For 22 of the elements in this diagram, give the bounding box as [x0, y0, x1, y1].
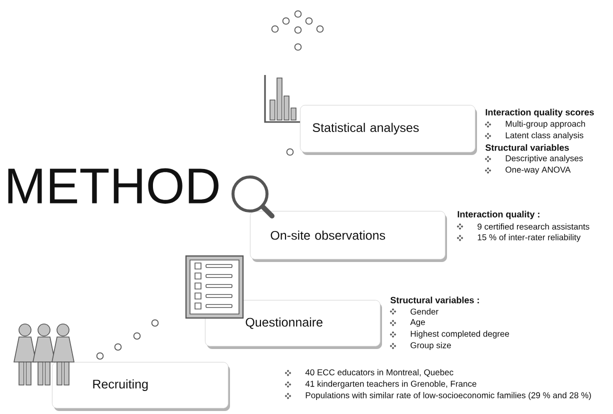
- bullet-item: 9 certified research assistants: [478, 223, 590, 230]
- bullet-item: One-way ANOVA: [506, 166, 571, 174]
- list-heading: Structural variables: [485, 144, 569, 151]
- process-box: Statistical analyses: [300, 105, 477, 155]
- bullet-item: 15 % of inter-rater reliability: [478, 234, 581, 242]
- bullet-item: 40 ECC educators in Montreal, Quebec: [305, 369, 454, 377]
- bullet-item: Age: [410, 319, 425, 327]
- process-box: On-site observations: [250, 211, 447, 262]
- bullet-item: Highest completed degree: [410, 330, 510, 338]
- list-heading: Interaction quality :: [458, 210, 540, 220]
- bullet-item: Gender: [410, 308, 438, 315]
- bullet-item: Populations with similar rate of low-socioeconomic families (29 % and 28 %): [306, 392, 591, 400]
- node-label: Recruiting: [93, 379, 148, 392]
- bullet-item: Latent class analysis: [506, 132, 584, 140]
- title: METHOD: [8, 168, 218, 204]
- process-box: Recruiting: [52, 362, 230, 411]
- list-heading: Structural variables :: [390, 296, 479, 304]
- bullet-item: Multi-group approach: [506, 120, 585, 128]
- bullet-item: 41 kindergarten teachers in Grenoble, France: [305, 380, 476, 388]
- list-heading: Interaction quality scores: [486, 108, 594, 118]
- bullet-item: Descriptive analyses: [506, 155, 583, 163]
- bullet-item: Group size: [410, 342, 451, 350]
